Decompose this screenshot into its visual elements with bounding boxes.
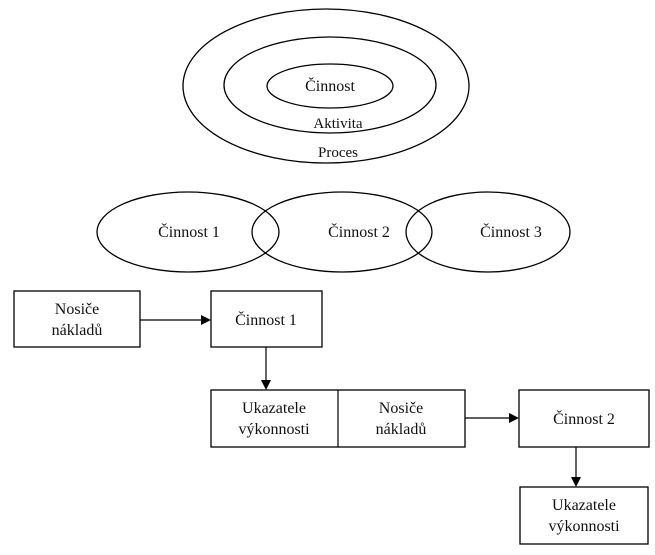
performance-indicators-2-line1: Ukazatele xyxy=(552,497,616,514)
task-label: Činnost xyxy=(305,76,355,95)
cost-carriers-1-box xyxy=(13,290,141,348)
activity-3-label: Činnost 3 xyxy=(480,222,542,241)
activity-ellipse xyxy=(223,36,437,134)
overlapping-activities: Činnost 1 Činnost 2 Činnost 3 xyxy=(96,191,571,273)
flow-diagram: Nosiče nákladů Činnost 1 Ukazatele výkon… xyxy=(13,290,650,545)
activity-label: Aktivita xyxy=(313,116,363,132)
cost-carriers-2-line2: nákladů xyxy=(376,421,427,438)
activity-2-box xyxy=(518,389,650,448)
arrowhead-icon xyxy=(509,413,519,423)
performance-indicators-2-line2: výkonnosti xyxy=(548,518,620,535)
activity-1-ellipse xyxy=(96,191,280,273)
cost-carriers-1-line2: nákladů xyxy=(52,322,103,339)
performance-indicators-2-box xyxy=(519,486,649,545)
activity-1-box-label: Činnost 1 xyxy=(235,310,297,329)
task-ellipse xyxy=(266,63,394,109)
cost-carriers-1-line1: Nosiče xyxy=(55,301,99,318)
process-label: Proces xyxy=(318,145,358,161)
cost-carriers-2-line1: Nosiče xyxy=(379,400,423,417)
activity-2-ellipse xyxy=(251,191,433,273)
activity-2-box-label: Činnost 2 xyxy=(553,409,615,428)
arrowhead-icon xyxy=(201,315,211,325)
performance-indicators-1-line1: Ukazatele xyxy=(242,400,306,417)
arrowhead-icon xyxy=(571,477,581,487)
activity-2-label: Činnost 2 xyxy=(328,222,390,241)
performance-indicators-1-line2: výkonnosti xyxy=(238,421,310,438)
nested-hierarchy: Činnost Aktivita Proces xyxy=(182,8,470,164)
activity-3-ellipse xyxy=(405,191,571,273)
activity-1-label: Činnost 1 xyxy=(158,222,220,241)
process-ellipse xyxy=(182,8,470,164)
arrowhead-icon xyxy=(261,380,271,390)
